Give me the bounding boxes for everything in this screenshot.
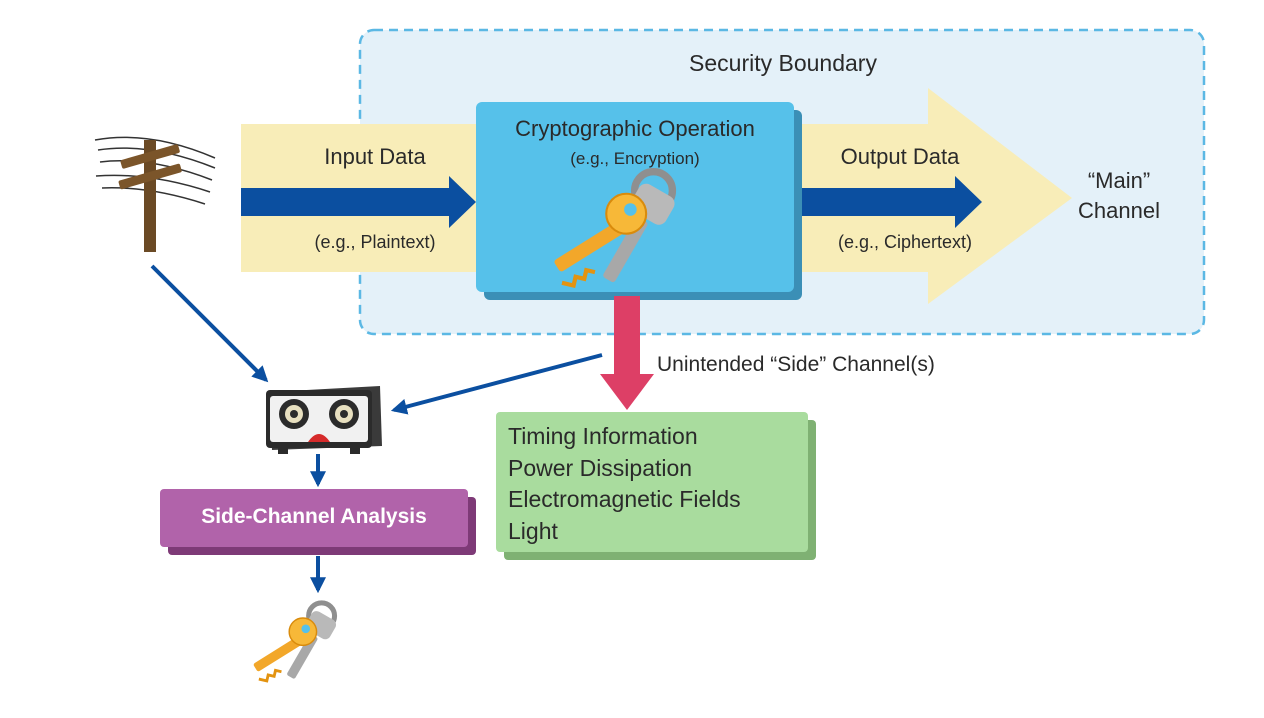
side-channel-label: Unintended “Side” Channel(s) [657, 353, 935, 376]
security-boundary-label: Security Boundary [689, 50, 877, 76]
input-flow-arrowhead [449, 176, 476, 228]
tape-recorder-icon [266, 386, 382, 454]
operation-example: (e.g., Encryption) [570, 149, 700, 168]
analysis-box [160, 489, 468, 547]
leak-list: Timing Information Power Dissipation Ele… [508, 421, 741, 547]
output-data-example: (e.g., Ciphertext) [837, 232, 973, 252]
leak-item-timing: Timing Information [508, 423, 698, 449]
output-flow-arrow [793, 188, 957, 216]
pole-to-recorder-arrow [150, 264, 269, 383]
leak-box [496, 412, 808, 552]
side-channel-arrowhead [600, 374, 654, 410]
side-channel-arrow [614, 296, 640, 378]
input-flow-arrow [241, 188, 451, 216]
leak-item-em-fields: Electromagnetic Fields [508, 486, 741, 512]
side-channel-analysis-label: Side-Channel Analysis [201, 505, 427, 528]
recovered-keys-icon [253, 603, 338, 684]
leak-item-power: Power Dissipation [508, 454, 693, 481]
input-data-label: Input Data [324, 144, 426, 169]
utility-pole-icon [94, 136, 216, 252]
output-data-label: Output Data [840, 144, 960, 169]
operation-title: Cryptographic Operation [515, 116, 755, 141]
side-to-recorder-arrow [390, 353, 603, 415]
output-flow-arrowhead [955, 176, 982, 228]
input-data-example: (e.g., Plaintext) [314, 232, 436, 252]
leak-item-light: Light [508, 517, 558, 544]
main-channel-label: “Main” Channel [1078, 168, 1160, 223]
